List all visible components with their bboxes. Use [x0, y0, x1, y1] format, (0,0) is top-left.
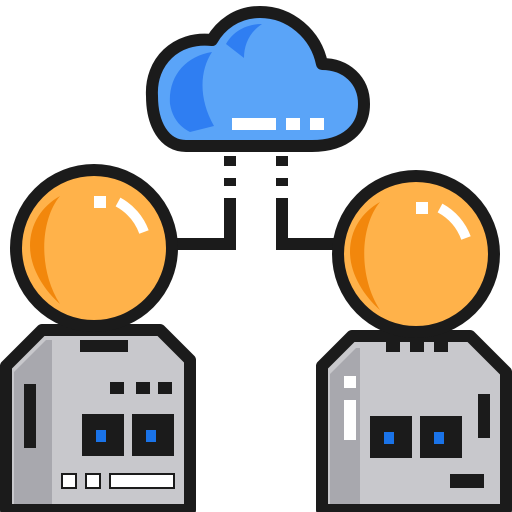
connector-left [172, 156, 236, 250]
right-head-shade [350, 202, 380, 310]
connection-lines [172, 156, 340, 250]
right-body [316, 330, 512, 512]
right-vertical-mark [478, 394, 490, 438]
left-vertical-mark [24, 384, 36, 448]
left-head-highlight [115, 197, 149, 234]
left-body-mark-1 [80, 340, 128, 352]
right-side-light-1 [344, 376, 356, 388]
right-body-mark-2 [410, 340, 424, 352]
right-head-highlight-dot [416, 202, 428, 214]
left-base-dash-1 [61, 473, 77, 489]
cloud-shade [169, 52, 214, 132]
left-body-mark-2 [110, 382, 124, 394]
connector-right [276, 156, 340, 250]
user-avatar-right [316, 170, 512, 512]
left-eye-right-pupil [146, 430, 156, 442]
cloud-dash-2 [286, 118, 300, 130]
left-base-dash-2 [85, 473, 101, 489]
cloud-shade-top [226, 24, 262, 58]
left-base-dash-3 [109, 473, 175, 489]
left-eye-left-pupil [96, 430, 106, 442]
left-head-shade [30, 196, 60, 304]
cloud-dash-1 [232, 118, 276, 130]
cloud-dash-3 [310, 118, 324, 130]
right-base-mark [450, 474, 484, 488]
right-eye-right-pupil [434, 432, 444, 444]
left-body-mark-3 [136, 382, 150, 394]
right-head-highlight [437, 203, 471, 240]
right-side-light-2 [344, 400, 356, 440]
user-avatar-left [0, 164, 196, 512]
left-head-highlight-dot [94, 196, 106, 208]
cloud-icon [145, 6, 370, 152]
right-eye-left-pupil [384, 432, 394, 444]
left-body-mark-4 [158, 382, 172, 394]
right-body-mark-1 [386, 340, 400, 352]
right-body-mark-3 [434, 340, 448, 352]
